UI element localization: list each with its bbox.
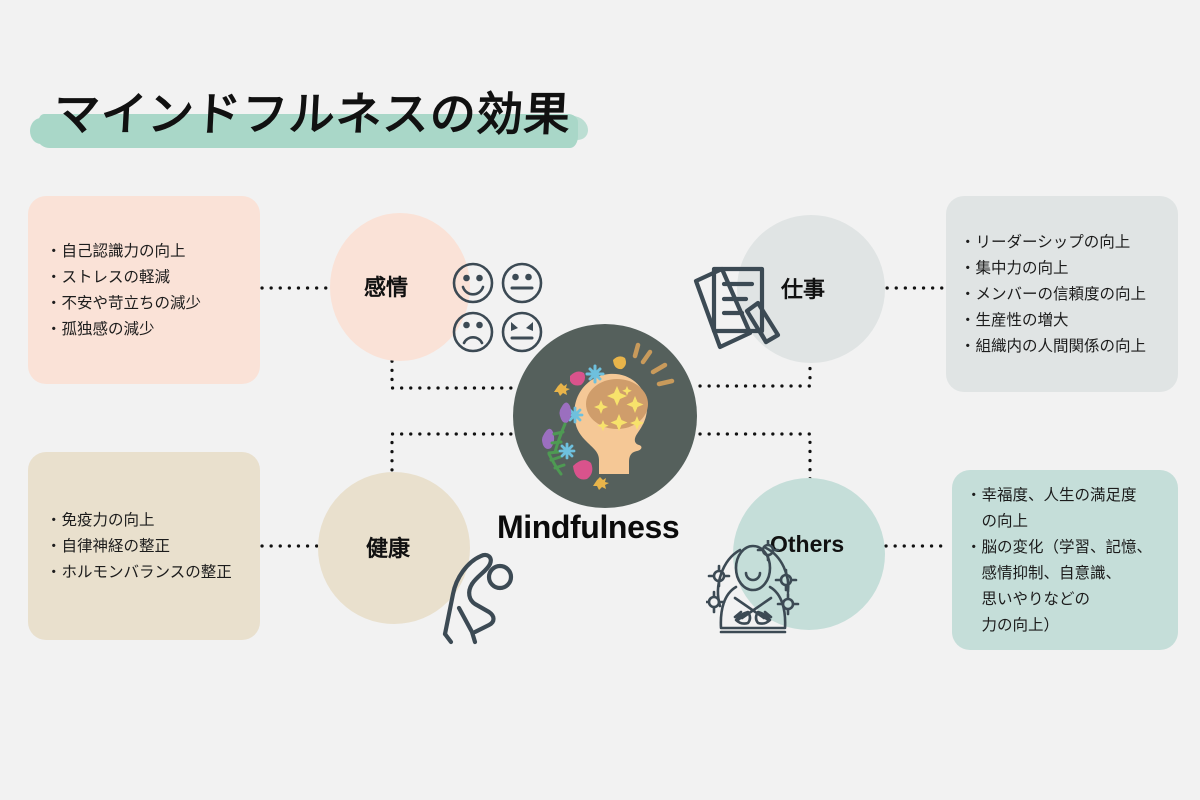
info-line: ・ホルモンバランスの整正 xyxy=(46,563,232,581)
info-line: ・孤独感の減少 xyxy=(46,320,155,338)
page-title: マインドフルネスの効果 xyxy=(30,78,598,158)
node-circle-health[interactable] xyxy=(318,472,470,624)
node-label-work: 仕事 xyxy=(781,278,826,303)
info-line: ・集中力の向上 xyxy=(960,259,1069,277)
stretching-person-icon xyxy=(442,552,514,645)
info-line: 感情抑制、自意識、 xyxy=(966,564,1122,582)
flower-decorations-icon xyxy=(542,356,626,490)
document-pencil-icon xyxy=(693,266,781,350)
info-box-emotion: ・自己認識力の向上 ・ストレスの軽減 ・不安や苛立ちの減少 ・孤独感の減少 xyxy=(28,196,260,384)
info-box-health: ・免疫力の向上 ・自律神経の整正 ・ホルモンバランスの整正 xyxy=(28,452,260,640)
node-circle-emotion[interactable] xyxy=(330,213,470,361)
info-line: ・生産性の増大 xyxy=(960,311,1069,329)
info-line: ・組織内の人間関係の向上 xyxy=(960,337,1147,355)
idea-rays-icon xyxy=(632,342,675,387)
title-brush-highlight xyxy=(30,114,588,148)
info-line: ・リーダーシップの向上 xyxy=(960,233,1131,251)
sparkles-icon xyxy=(594,386,644,432)
center-brain-medallion[interactable] xyxy=(513,324,697,508)
node-circle-others[interactable] xyxy=(733,478,885,630)
emotion-faces-icon xyxy=(452,262,543,353)
info-line: ・メンバーの信頼度の向上 xyxy=(960,285,1147,303)
info-box-work: ・リーダーシップの向上 ・集中力の向上 ・メンバーの信頼度の向上 ・生産性の増大… xyxy=(946,196,1178,392)
node-label-emotion: 感情 xyxy=(364,276,409,301)
info-line: ・自律神経の整正 xyxy=(46,537,171,555)
info-line: の向上 xyxy=(966,512,1029,530)
center-title: Mindfulness xyxy=(497,509,680,545)
node-label-health: 健康 xyxy=(366,537,411,562)
info-line: ・幸福度、人生の満足度 xyxy=(966,486,1137,504)
page-title-text: マインドフルネスの効果 xyxy=(52,87,573,141)
info-line: ・脳の変化（学習、記憶、 xyxy=(966,538,1153,556)
info-line: ・ストレスの軽減 xyxy=(46,268,171,286)
self-hug-person-flowers-icon xyxy=(706,540,800,634)
info-line: ・免疫力の向上 xyxy=(46,511,155,529)
connector-center-health xyxy=(390,432,522,480)
info-line: 力の向上） xyxy=(966,616,1060,634)
node-label-others: Others xyxy=(770,531,845,557)
connector-center-others xyxy=(698,432,812,484)
info-line: 思いやりなどの xyxy=(966,590,1091,608)
info-box-others: ・幸福度、人生の満足度 の向上 ・脳の変化（学習、記憶、 感情抑制、自意識、 思… xyxy=(952,470,1178,650)
info-line: ・不安や苛立ちの減少 xyxy=(46,294,202,312)
info-line: ・自己認識力の向上 xyxy=(46,242,186,260)
